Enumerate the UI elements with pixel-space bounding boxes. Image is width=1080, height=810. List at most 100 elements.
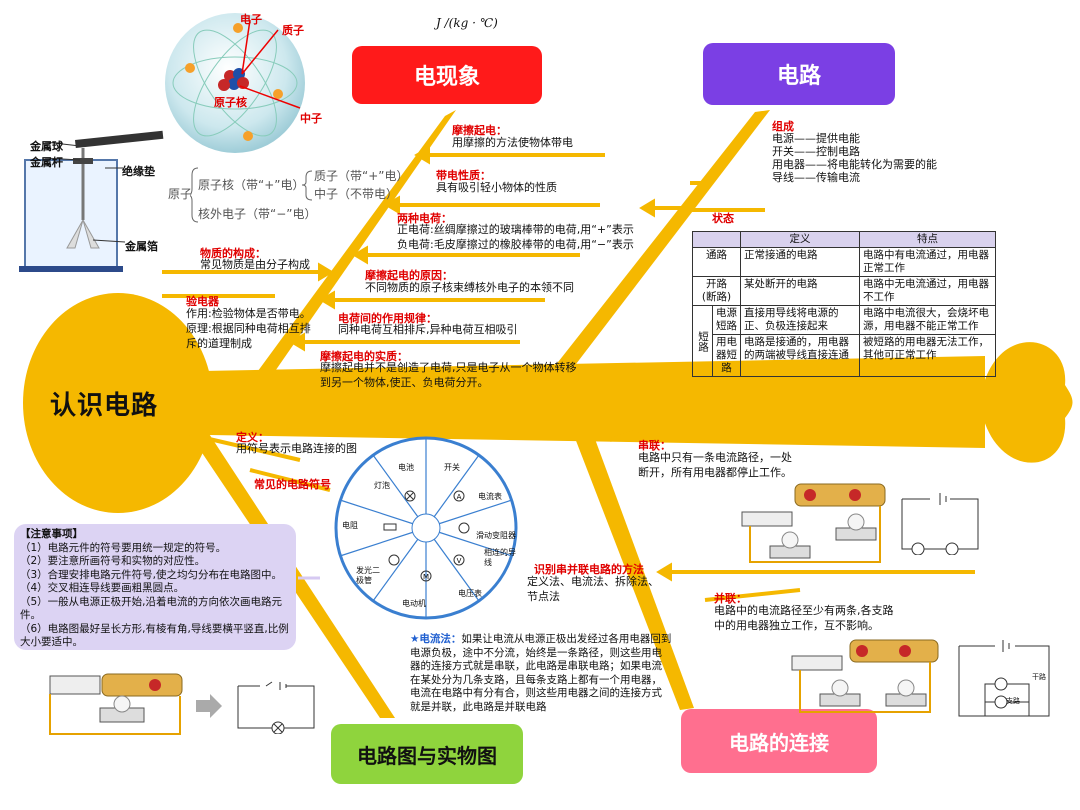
convert-arrow-icon — [196, 694, 222, 718]
parallel-title: 并联： — [714, 592, 747, 605]
wheel-label-resistor: 电阻 — [342, 521, 358, 530]
friction-essence-text: 摩擦起电并不是创造了电荷,只是电子从一个物体转移 到另一个物体,使正、负电荷分开… — [320, 361, 577, 389]
table-row: 用电 器短 路 电路是接通的，用电器的两端被导线直接连通 被短路的用电器无法工作… — [693, 334, 996, 377]
atom-nucleus-label: 原子核 — [214, 96, 247, 109]
electroscope-foil-label: 金属箔 — [125, 240, 158, 253]
identify-text: 定义法、电流法、拆除法、 节点法 — [527, 575, 659, 603]
current-method-title: ★电流法： — [410, 633, 462, 645]
charge-law-text: 同种电荷互相排斥,异种电荷互相吸引 — [338, 323, 518, 336]
brace-icon — [190, 167, 313, 223]
row-name: 通路 — [691, 247, 742, 277]
composition-line-1: 电源——提供电能 — [772, 132, 860, 145]
electroscope-ball-label: 金属球 — [30, 140, 63, 153]
box-circuit-connection: 电路的连接 — [681, 709, 877, 773]
series-text: 电路中只有一条电流路径，一处 断开，所有用电器都停止工作。 — [638, 451, 792, 479]
table-row: 短路 电源 短路 直接用导线将电源的正、负极连接起来 电路中电流很大，会烧坏电源… — [692, 305, 996, 377]
row-name: 开路 (断路) — [691, 276, 742, 306]
definition-title: 定义： — [236, 431, 269, 444]
current-method-block: ★电流法：如果让电流从电源正极出发经过各用电器回到电源负极，途中不分流，始终是一… — [410, 633, 672, 714]
branch-main-label: 干路 — [1032, 673, 1046, 681]
row-feat: 电路中有电流通过，用电器正常工作 — [859, 247, 996, 277]
friction-text: 用摩擦的方法使物体带电 — [452, 136, 573, 149]
notes-line-4: （4）交叉相连导线要画粗黑圆点。 — [20, 582, 185, 594]
charge-law-title: 电荷间的作用规律： — [338, 312, 437, 325]
notes-line-1: （1）电路元件的符号要用统一规定的符号。 — [20, 541, 227, 554]
bone-connection — [568, 420, 694, 710]
atom-structure-atom: 原子 — [168, 187, 193, 201]
matter-text: 常见物质是由分子构成 — [200, 258, 310, 271]
atom-electron-label: 电子 — [240, 13, 262, 26]
row-name: 用电 器短 路 — [711, 334, 742, 377]
atom-neutron-label: 中子 — [300, 112, 322, 125]
definition-text: 用符号表示电路连接的图 — [236, 442, 357, 455]
series-physical-illustration — [741, 483, 886, 563]
friction-essence-title: 摩擦起电的实质： — [320, 350, 408, 363]
atom-structure-nucleus: 原子核（带“+”电） — [198, 178, 305, 192]
table-header-feature: 特点 — [859, 231, 996, 248]
main-spine — [150, 356, 985, 448]
row-feat: 电路中电流很大，会烧坏电源，用电器不能正常工作 — [859, 305, 996, 335]
electroscope-illustration — [19, 130, 164, 272]
charge-property-text: 具有吸引轻小物体的性质 — [436, 181, 557, 194]
state-label: 状态 — [712, 212, 734, 225]
friction-title: 摩擦起电： — [452, 124, 507, 137]
matter-title: 物质的构成： — [200, 247, 266, 260]
symbol-wheel: A V M — [334, 436, 518, 620]
atom-structure-neutron: 中子（不带电） — [314, 187, 399, 201]
atom-proton-label: 质子 — [282, 24, 304, 37]
box-electric-phenomenon: 电现象 — [352, 46, 542, 104]
row-def: 正常接通的电路 — [740, 247, 861, 277]
parallel-schematic-icon — [958, 640, 1050, 717]
composition-line-2: 开关——控制电路 — [772, 145, 860, 158]
parallel-physical-illustration — [791, 639, 939, 713]
notes-line-5: （5）一般从电源正极开始,沿着电流的方向依次画电路元件。 — [20, 595, 283, 622]
charge-property-title: 带电性质： — [436, 169, 491, 182]
notes-line-6: （6）电路图最好呈长方形,有棱有角,导线要横平竖直,比例大小要适中。 — [20, 622, 289, 649]
row-def: 某处断开的电路 — [740, 276, 861, 306]
schematic-circuit-icon — [237, 681, 315, 734]
common-symbols-title: 常见的电路符号 — [254, 478, 331, 491]
two-charges-text: 正电荷:丝绸摩擦过的玻璃棒带的电荷,用“+”表示 负电荷:毛皮摩擦过的橡胶棒带的… — [397, 223, 634, 251]
electroscope-rod-label: 金属杆 — [30, 156, 63, 169]
box-circuit: 电路 — [703, 43, 895, 105]
wheel-label-bulb: 灯泡 — [374, 481, 390, 490]
parallel-text: 电路中的电流路径至少有两条,各支路 中的用电器独立工作，互不影响。 — [714, 604, 894, 632]
wheel-label-wires: 相连的导线 — [484, 548, 516, 567]
electroscope-note-text: 作用:检验物体是否带电。 原理:根据同种电荷相互排 斥的道理制成 — [186, 307, 311, 350]
friction-cause-text: 不同物质的原子核束缚核外电子的本领不同 — [365, 281, 574, 294]
row-name: 电源 短路 — [711, 305, 742, 335]
row-group: 短路 — [692, 305, 713, 377]
wheel-label-voltmeter: 电压表 — [458, 589, 482, 598]
current-method-text: 如果让电流从电源正极出发经过各用电器回到电源负极，途中不分流，始终是一条路径，则… — [410, 633, 672, 713]
svg-text:V: V — [457, 557, 462, 565]
notes-box: 【注意事项】 （1）电路元件的符号要用统一规定的符号。 （2）要注意所画符号和实… — [14, 524, 296, 650]
table-header-empty — [691, 231, 742, 248]
notes-title: 【注意事项】 — [20, 528, 83, 540]
row-feat: 被短路的用电器无法工作，其他可正常工作 — [859, 334, 996, 377]
unit-label: J /(kg · ℃) — [436, 16, 498, 30]
head-blob — [23, 293, 213, 513]
wheel-label-ammeter: 电流表 — [478, 492, 502, 501]
wheel-label-battery: 电池 — [398, 463, 414, 472]
table-row: 开路 (断路) 某处断开的电路 电路中无电流通过，用电器不工作 — [691, 276, 996, 306]
row-feat: 电路中无电流通过，用电器不工作 — [859, 276, 996, 306]
two-charges-title: 两种电荷： — [397, 212, 452, 225]
atom-illustration — [165, 13, 305, 153]
atom-structure-electrons: 核外电子（带“−”电） — [198, 207, 317, 221]
tail-heart — [980, 342, 1073, 463]
physical-circuit-illustration — [49, 673, 183, 735]
electroscope-insulator-label: 绝缘垫 — [122, 165, 155, 178]
atom-structure-proton: 质子（带“+”电） — [314, 169, 409, 183]
wheel-label-motor: 电动机 — [402, 599, 426, 608]
bone-phenomenon — [244, 110, 456, 390]
table-row: 通路 正常接通的电路 电路中有电流通过，用电器正常工作 — [691, 247, 996, 277]
row-def: 直接用导线将电源的正、负极连接起来 — [740, 305, 861, 335]
table-header-definition: 定义 — [740, 231, 861, 248]
box-circuit-diagram: 电路图与实物图 — [331, 724, 523, 784]
circuit-state-table: 定义 特点 通路 正常接通的电路 电路中有电流通过，用电器正常工作 开路 (断路… — [691, 231, 996, 377]
identify-title: 识别串并联电路的方法 — [534, 563, 644, 576]
series-schematic-icon — [901, 493, 979, 555]
electroscope-note-title: 验电器 — [186, 295, 219, 308]
composition-title: 组成 — [772, 120, 794, 133]
wheel-label-led: 发光二极管 — [356, 566, 380, 585]
